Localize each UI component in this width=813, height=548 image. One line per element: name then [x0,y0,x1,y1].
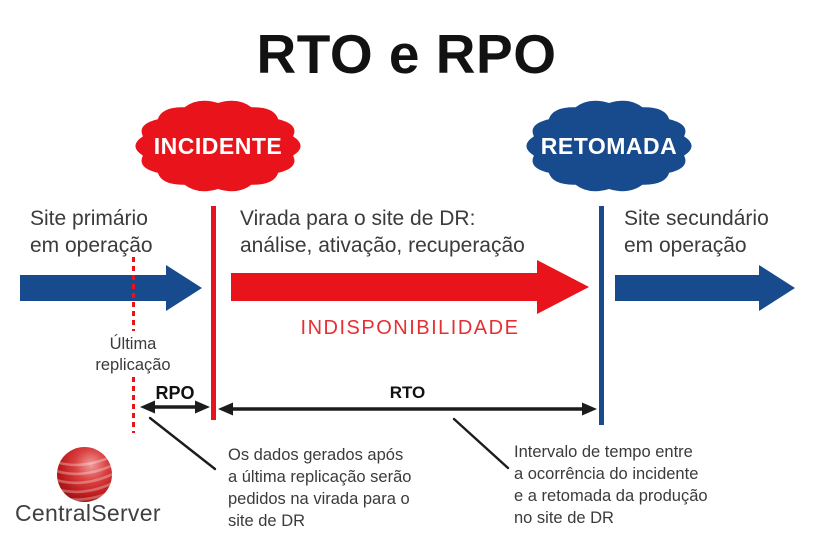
incident-badge: INCIDENTE [128,95,308,197]
resume-badge-label: RETOMADA [540,132,678,159]
incident-moment-line [211,206,216,420]
rpo-span-arrow-icon [140,400,210,414]
centralserver-logo-text: CentralServer [15,500,161,526]
seal-burst-icon [526,100,692,192]
unavailability-label: INDISPONIBILIDADE [300,317,520,339]
switchover-label: Virada para o site de DR: análise, ativa… [240,207,525,258]
rto-note: Intervalo de tempo entre a ocorrência do… [514,443,708,527]
rpo-note-connector-line [148,416,217,471]
resume-moment-line [599,206,604,425]
incident-badge-label: INCIDENTE [153,132,283,159]
rto-label: RTO [389,383,426,402]
centralserver-sphere-icon [57,447,112,502]
page-title: RTO e RPO [256,23,557,85]
unavailability-arrow-icon [231,260,589,314]
last-replication-dashed-line [132,257,135,331]
primary-timeline-arrow-icon [20,265,202,311]
resume-badge: RETOMADA [519,95,699,197]
rpo-label: RPO [155,383,195,403]
rpo-note: Os dados gerados após a última replicaçã… [228,446,412,530]
secondary-timeline-arrow-icon [615,265,795,311]
seal-burst-icon [135,100,301,192]
secondary-site-label: Site secundário em operação [624,207,769,258]
last-replication-dashed-line [132,377,135,433]
rto-span-arrow-icon [218,402,597,416]
primary-site-label: Site primário em operação [30,207,153,258]
last-replication-label: Última replicação [81,334,185,377]
rto-note-connector-line [452,417,510,470]
